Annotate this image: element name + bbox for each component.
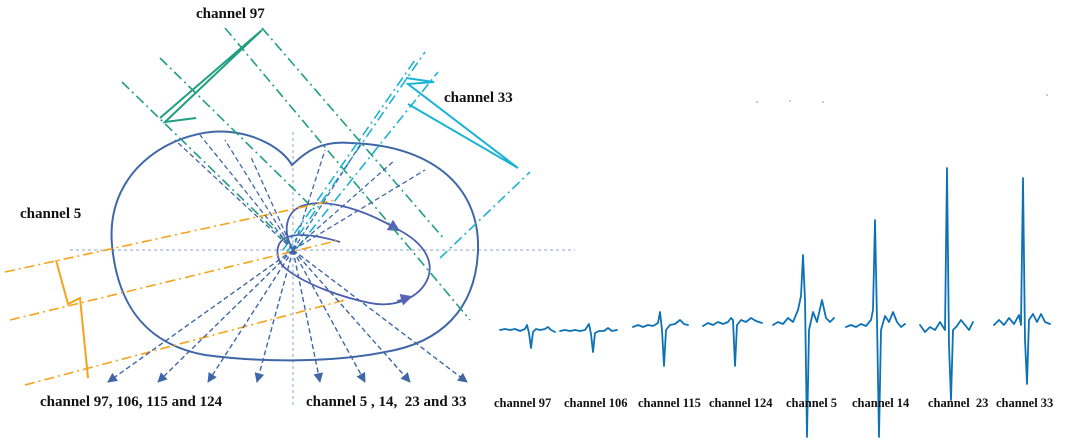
- axis-orange-3: [24, 299, 346, 386]
- vector-loop: [276, 202, 431, 306]
- projection-rays: [174, 134, 426, 251]
- trace-label: channel 5: [786, 396, 838, 410]
- axis-channel-124: [261, 27, 446, 241]
- teal-channel-axes: [121, 27, 471, 321]
- projection-ray: [249, 154, 294, 251]
- projection-arrow: [107, 249, 294, 383]
- trace-channel-14: [845, 219, 906, 438]
- trace-label: channel 33: [996, 396, 1054, 410]
- axis-channel-33: [282, 59, 416, 251]
- projection-ray: [292, 149, 326, 251]
- projection-arrows: [107, 249, 468, 383]
- projection-ray: [292, 169, 426, 251]
- axis-channel-5-cyan: [439, 171, 531, 259]
- wave-channel-97-axis: [159, 29, 263, 124]
- projection-arrow: [254, 249, 294, 383]
- trace-label: channel 97: [494, 396, 552, 410]
- trace-label: channel 14: [852, 396, 910, 410]
- label-channel-97-axis: channel 97: [196, 6, 265, 22]
- label-channel-5-axis: channel 5: [20, 206, 82, 222]
- stray-specks: [756, 94, 1048, 103]
- thorax-outline: [110, 130, 480, 362]
- label-right-channel-group: channel 5 , 14, 23 and 33: [306, 394, 467, 410]
- trace-channel-106: [559, 323, 618, 353]
- projection-ray: [224, 139, 294, 251]
- trace-label: channel 124: [709, 396, 773, 410]
- trace-label: channel 106: [564, 396, 628, 410]
- trace-label: channel 23: [928, 396, 989, 410]
- trace-channel-124: [702, 317, 763, 367]
- label-channel-33-axis: channel 33: [444, 90, 513, 106]
- axis-channel-115: [224, 27, 471, 321]
- projection-ray: [174, 139, 294, 251]
- projection-arrow: [292, 249, 366, 383]
- projection-arrow: [157, 249, 294, 383]
- trace-channel-33: [993, 177, 1051, 385]
- axis-orange-2: [9, 239, 341, 321]
- trace-channel-97: [499, 324, 556, 349]
- loop-arrow: [384, 219, 401, 232]
- projection-ray: [292, 159, 396, 251]
- projection-ray: [199, 134, 294, 251]
- orange-channel-axes: [4, 199, 346, 386]
- axis-channel-14: [296, 71, 439, 249]
- projection-ray: [292, 144, 361, 251]
- projection-arrow: [292, 249, 468, 383]
- wave-channel-33-axis: [405, 77, 519, 169]
- axis-orange-1: [4, 199, 336, 273]
- wave-channel-5-axis: [55, 259, 89, 379]
- axis-channel-97: [121, 81, 296, 251]
- label-left-channel-group: channel 97, 106, 115 and 124: [40, 394, 223, 410]
- cyan-channel-axes: [282, 51, 531, 259]
- loop-arrow: [396, 293, 413, 306]
- ecg-traces: [499, 167, 1051, 438]
- projection-arrow: [207, 249, 294, 383]
- projection-arrow: [292, 249, 324, 383]
- trace-channel-115: [632, 311, 689, 367]
- axis-channel-106: [159, 57, 316, 211]
- reference-guides: [70, 132, 575, 405]
- trace-label: channel 115: [638, 396, 701, 410]
- trace-channel-23: [919, 167, 974, 401]
- trace-channel-5: [772, 254, 835, 438]
- projection-arrow: [292, 249, 411, 383]
